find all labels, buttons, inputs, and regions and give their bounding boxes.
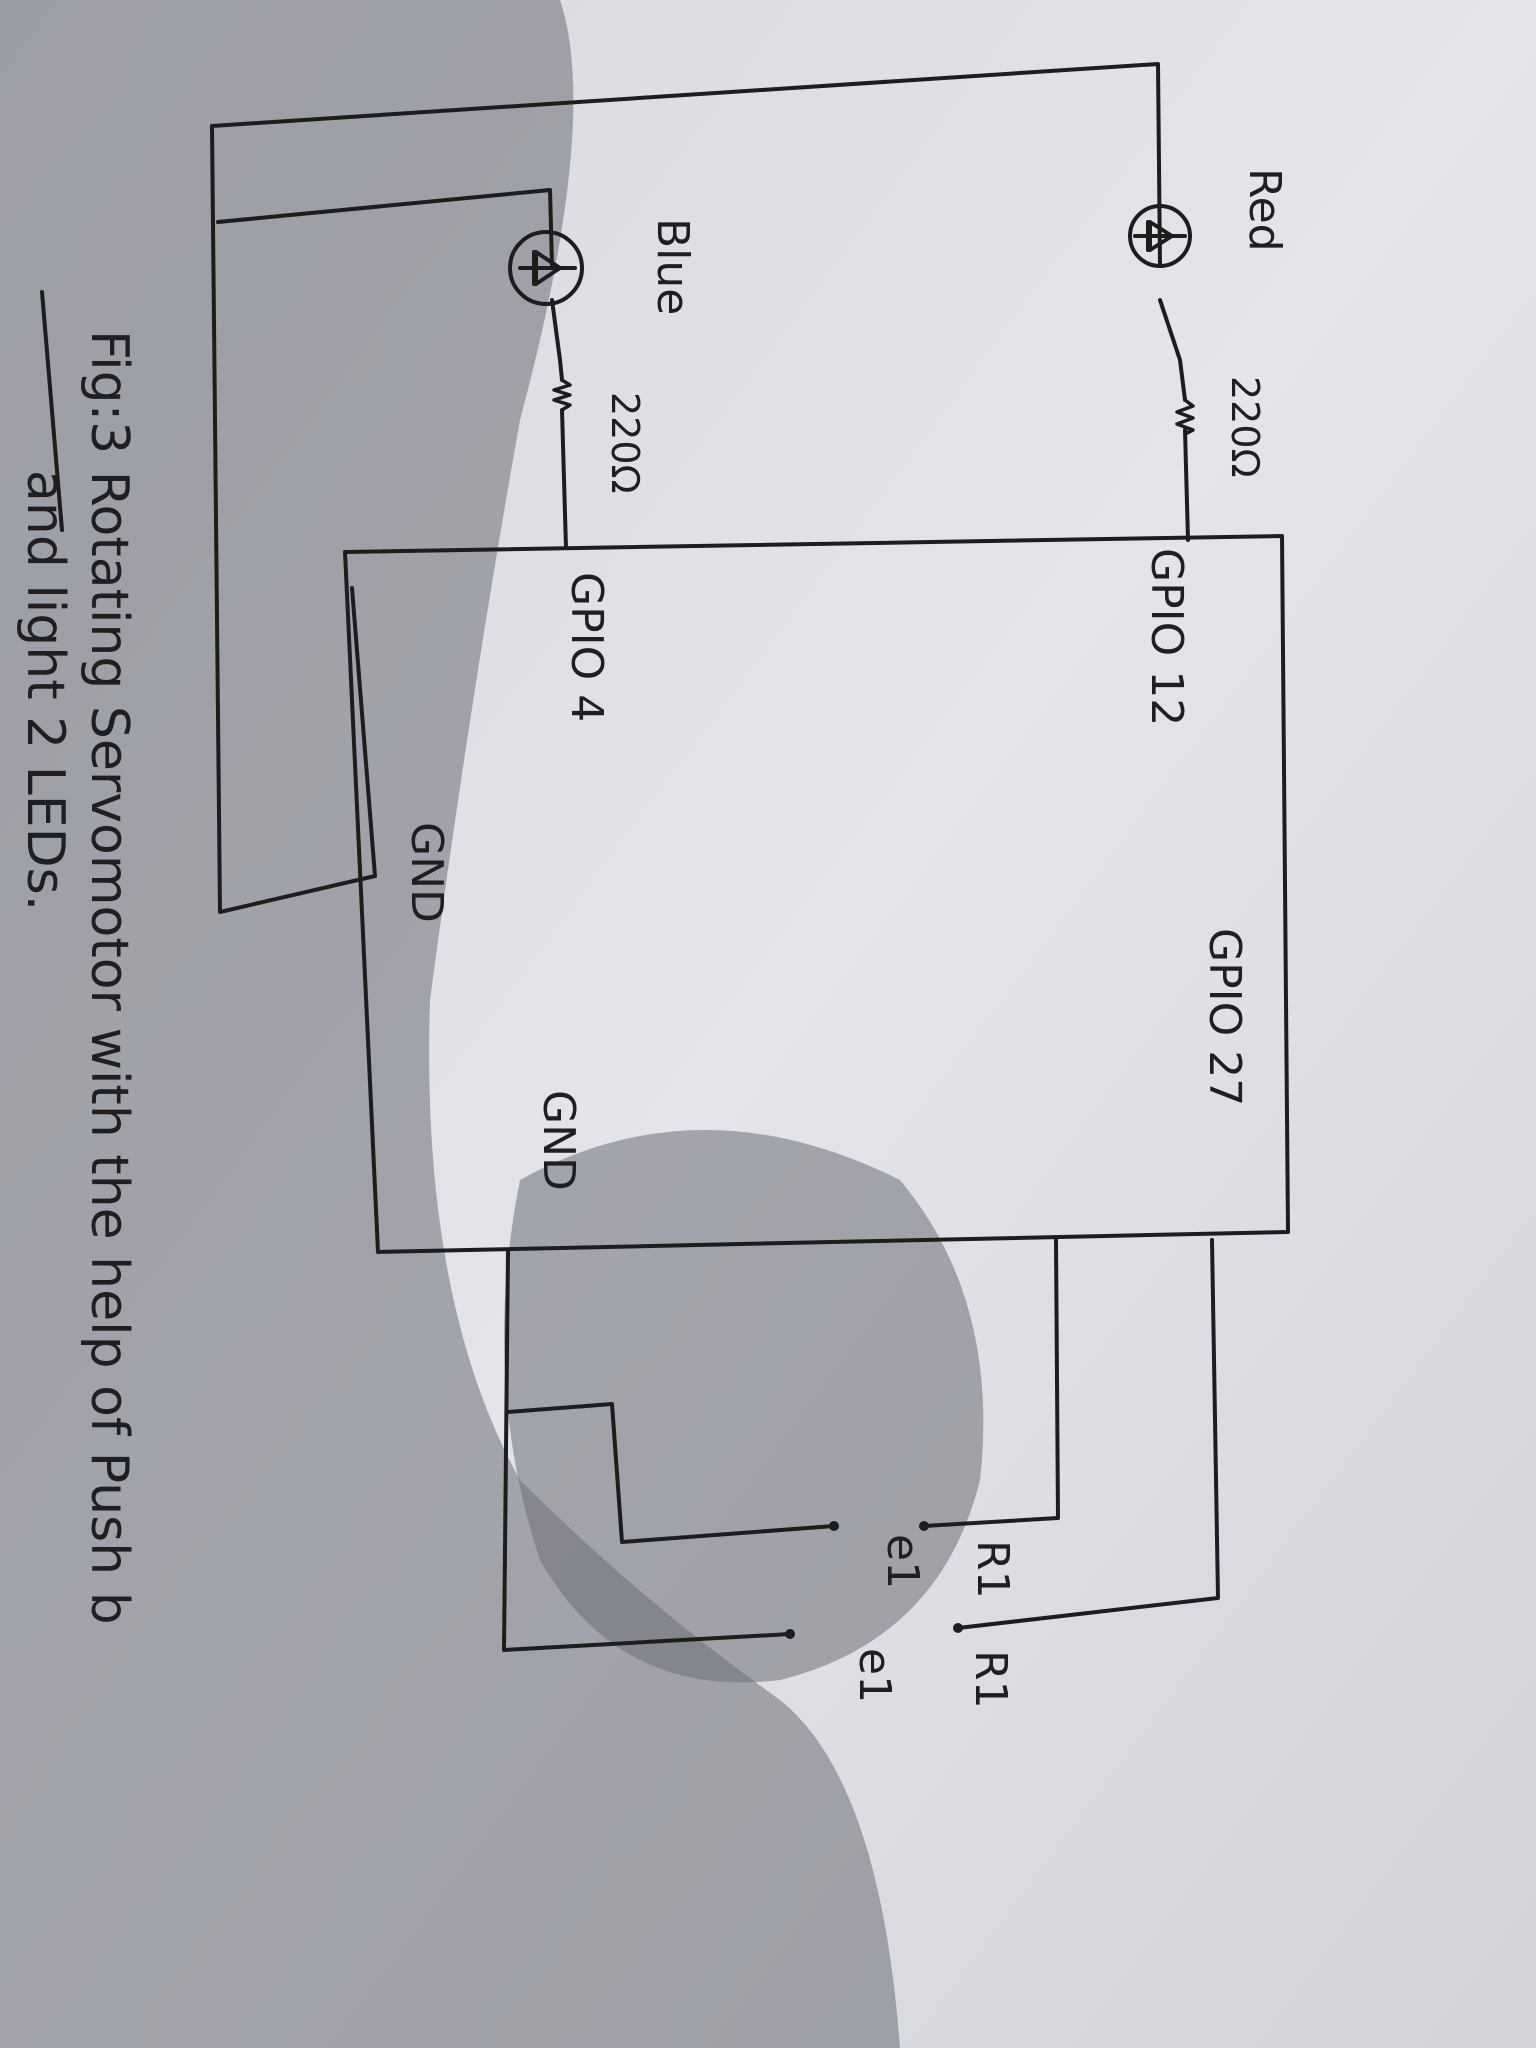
blue-resistor-label: 220Ω — [603, 392, 647, 494]
gpio27-label: GPIO 27 — [1199, 928, 1250, 1106]
gpio4-label: GPIO 4 — [561, 572, 612, 722]
blue-led-label: Blue — [647, 218, 698, 315]
button-r1-left-label: R1 — [967, 1540, 1018, 1599]
button-r1-right-terminal — [953, 1623, 963, 1633]
hand-shadow-blob — [504, 1130, 984, 1683]
gnd-top-label: GND — [401, 822, 452, 923]
button-r1-right-label: R1 — [965, 1650, 1016, 1709]
gnd-bottom-label: GND — [533, 1090, 584, 1191]
blue-led — [508, 230, 584, 306]
wire-red-branch — [1158, 298, 1190, 542]
red-led — [1128, 204, 1192, 268]
wire-blue-loop — [216, 188, 554, 268]
blue-resistor — [552, 378, 572, 412]
button-e1-right-label: e1 — [849, 1648, 900, 1703]
wire-blue-branch — [550, 298, 568, 550]
red-resistor — [1175, 398, 1195, 436]
caption-line-1: Fig:3 Rotating Servomotor with the help … — [79, 330, 139, 1625]
red-led-symbol — [1133, 220, 1187, 252]
gpio12-label: GPIO 12 — [1141, 548, 1192, 726]
red-resistor-label: 220Ω — [1223, 376, 1267, 478]
board-outline — [343, 534, 1290, 1254]
wire-red-loop — [210, 62, 1162, 914]
caption-underline — [40, 290, 64, 532]
button-e1-left-label: e1 — [877, 1534, 928, 1589]
blue-led-symbol — [518, 250, 577, 286]
button-e1-right-terminal — [785, 1629, 795, 1639]
button-r1-left-terminal — [919, 1521, 929, 1531]
red-led-label: Red — [1239, 168, 1290, 252]
button-e1-left-terminal — [829, 1521, 839, 1531]
wire-button-e1 — [502, 1248, 836, 1652]
wire-button-r1 — [922, 1238, 1220, 1630]
hand-shadow-left — [0, 0, 900, 2048]
caption-line-2: and light 2 LEDs. — [15, 470, 75, 911]
